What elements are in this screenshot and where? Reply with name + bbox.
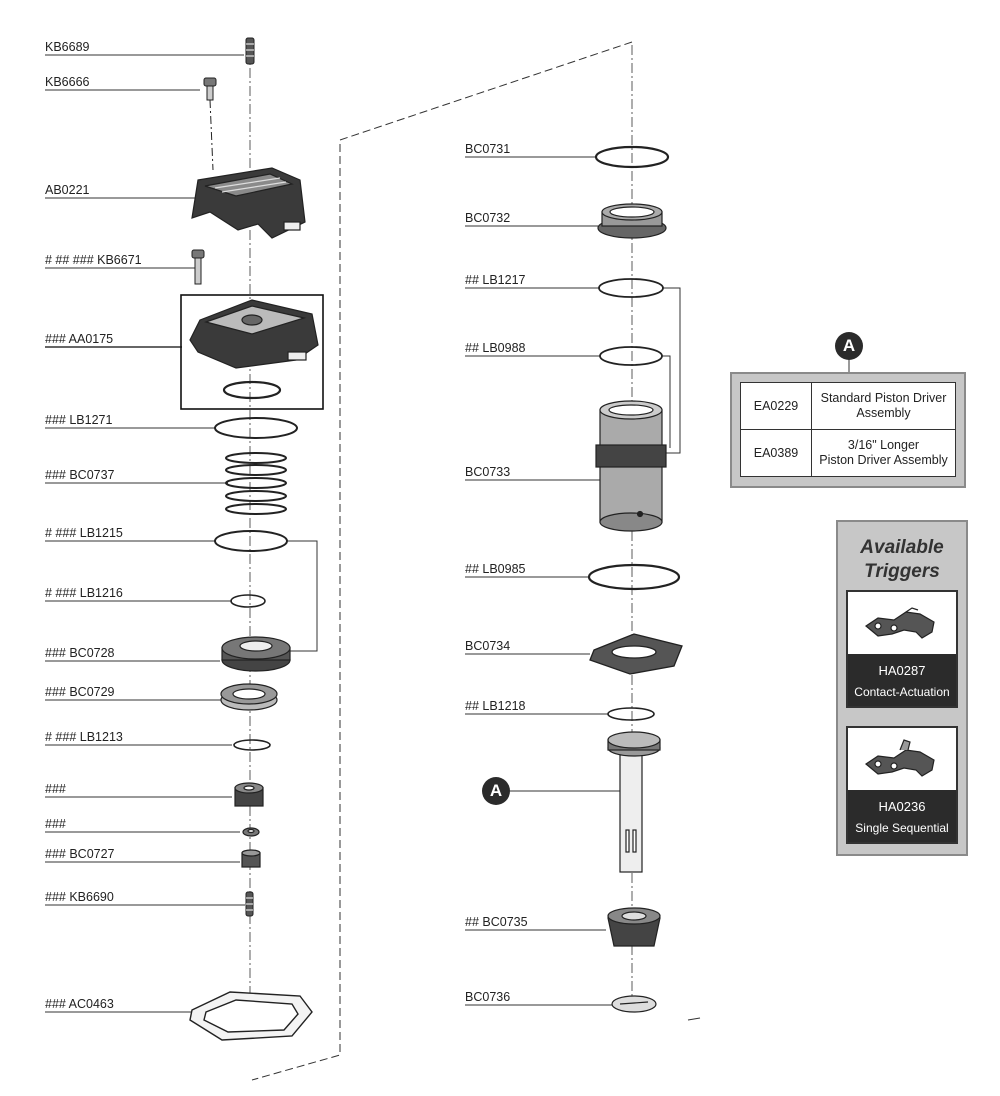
assembly-code: EA0389: [740, 429, 812, 477]
label-nut: ###: [45, 782, 66, 796]
label-kb6666: KB6666: [45, 75, 90, 89]
label-lb0985: ## LB0985: [465, 562, 526, 576]
piston-driver-table: EA0229 Standard Piston Driver Assembly E…: [740, 382, 956, 477]
triggers-title: Available Triggers: [838, 536, 966, 584]
table-row: EA0389 3/16" Longer Piston Driver Assemb…: [740, 429, 956, 477]
assembly-description: 3/16" Longer Piston Driver Assembly: [811, 429, 956, 477]
label-bc0737: ### BC0737: [45, 468, 115, 482]
label-bc0728: ### BC0728: [45, 646, 115, 660]
trigger-code: HA0287: [878, 663, 926, 678]
label-ac0463: ### AC0463: [45, 997, 114, 1011]
piston-driver-table-panel: EA0229 Standard Piston Driver Assembly E…: [730, 372, 966, 488]
label-kb6690: ### KB6690: [45, 890, 114, 904]
trigger-name: Single Sequential: [855, 821, 949, 835]
label-bc0729: ### BC0729: [45, 685, 115, 699]
assembly-description-line1: Standard Piston Driver: [820, 391, 947, 405]
label-lb1215: # ### LB1215: [45, 526, 123, 540]
assembly-description-line2: Piston Driver Assembly: [819, 453, 948, 467]
label-bc0736: BC0736: [465, 990, 511, 1004]
triggers-title-line1: Available: [860, 537, 944, 558]
triggers-title-line2: Triggers: [864, 561, 940, 582]
callout-a-diagram: A: [482, 777, 510, 805]
trigger-label-band: HA0287 Contact-Actuation: [848, 654, 956, 706]
label-bc0734: BC0734: [465, 639, 511, 653]
label-lb1217: ## LB1217: [465, 273, 526, 287]
label-kb6689: KB6689: [45, 40, 90, 54]
label-bc0735: ## BC0735: [465, 915, 528, 929]
trigger-card-ha0236: HA0236 Single Sequential: [846, 726, 958, 844]
label-bc0733: BC0733: [465, 465, 511, 479]
trigger-code: HA0236: [878, 799, 926, 814]
available-triggers-panel: Available Triggers HA0287 Contact-Actuat…: [836, 520, 968, 856]
label-bc0732: BC0732: [465, 211, 511, 225]
assembly-description-line2: Assembly: [856, 406, 911, 420]
assembly-description-line1: 3/16" Longer: [847, 438, 920, 452]
label-bc0731: BC0731: [465, 142, 511, 156]
trigger-icon: [864, 607, 935, 639]
label-kb6671: # ## ### KB6671: [45, 253, 142, 267]
label-washer: ###: [45, 817, 66, 831]
label-lb1271: ### LB1271: [45, 413, 113, 427]
label-lb1218: ## LB1218: [465, 699, 526, 713]
label-ab0221: AB0221: [45, 183, 90, 197]
label-aa0175: ### AA0175: [45, 332, 114, 346]
label-bc0727: ### BC0727: [45, 847, 115, 861]
assembly-code: EA0229: [740, 382, 812, 430]
callout-a-table: A: [835, 332, 863, 360]
label-lb1213: # ### LB1213: [45, 730, 123, 744]
assembly-description: Standard Piston Driver Assembly: [811, 382, 956, 430]
trigger-card-ha0287: HA0287 Contact-Actuation: [846, 590, 958, 708]
trigger-icon: [864, 739, 935, 777]
table-row: EA0229 Standard Piston Driver Assembly: [740, 382, 956, 430]
trigger-label-band: HA0236 Single Sequential: [848, 790, 956, 842]
trigger-name: Contact-Actuation: [854, 685, 950, 699]
label-lb1216: # ### LB1216: [45, 586, 123, 600]
label-lb0988: ## LB0988: [465, 341, 526, 355]
